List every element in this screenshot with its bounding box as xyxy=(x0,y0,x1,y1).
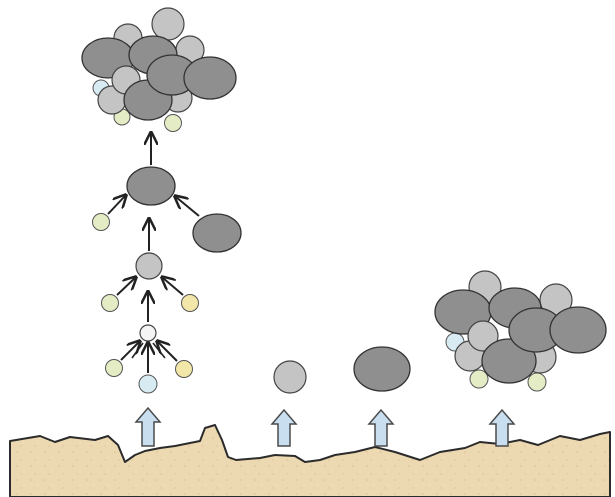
arrow-up-icon xyxy=(163,278,184,296)
emitted-large-particle xyxy=(353,346,411,392)
small-particle-green xyxy=(101,294,119,312)
growing-particle xyxy=(135,252,163,280)
nucleus-particle xyxy=(139,324,157,342)
soil-surface xyxy=(9,424,611,497)
arrow-up-icon xyxy=(116,278,135,296)
small-particle-green xyxy=(105,359,123,377)
emitted-medium-particle xyxy=(273,360,307,394)
aggregate-cluster-top xyxy=(81,7,237,132)
arrow-up-icon xyxy=(176,197,200,217)
aggregate-cluster-right xyxy=(434,270,607,392)
arrow-up-icon xyxy=(107,196,125,215)
upward-flux-arrow-icon xyxy=(134,406,162,447)
grown-particle xyxy=(126,166,176,206)
small-particle-yellow xyxy=(181,294,199,312)
arrow-up-icon xyxy=(152,342,166,359)
arrow-up-icon xyxy=(131,342,144,359)
arrow-up-icon xyxy=(120,342,139,361)
small-particle-yellow xyxy=(175,360,193,378)
emission-arrows xyxy=(134,406,516,447)
large-particle xyxy=(192,213,242,253)
growth-sequence xyxy=(81,7,242,394)
small-particle-blue xyxy=(138,374,158,394)
upward-flux-arrow-icon xyxy=(270,408,298,447)
small-particle-green xyxy=(92,213,110,231)
upward-flux-arrow-icon xyxy=(488,408,516,447)
upward-flux-arrow-icon xyxy=(367,408,395,447)
arrow-up-icon xyxy=(158,342,178,362)
